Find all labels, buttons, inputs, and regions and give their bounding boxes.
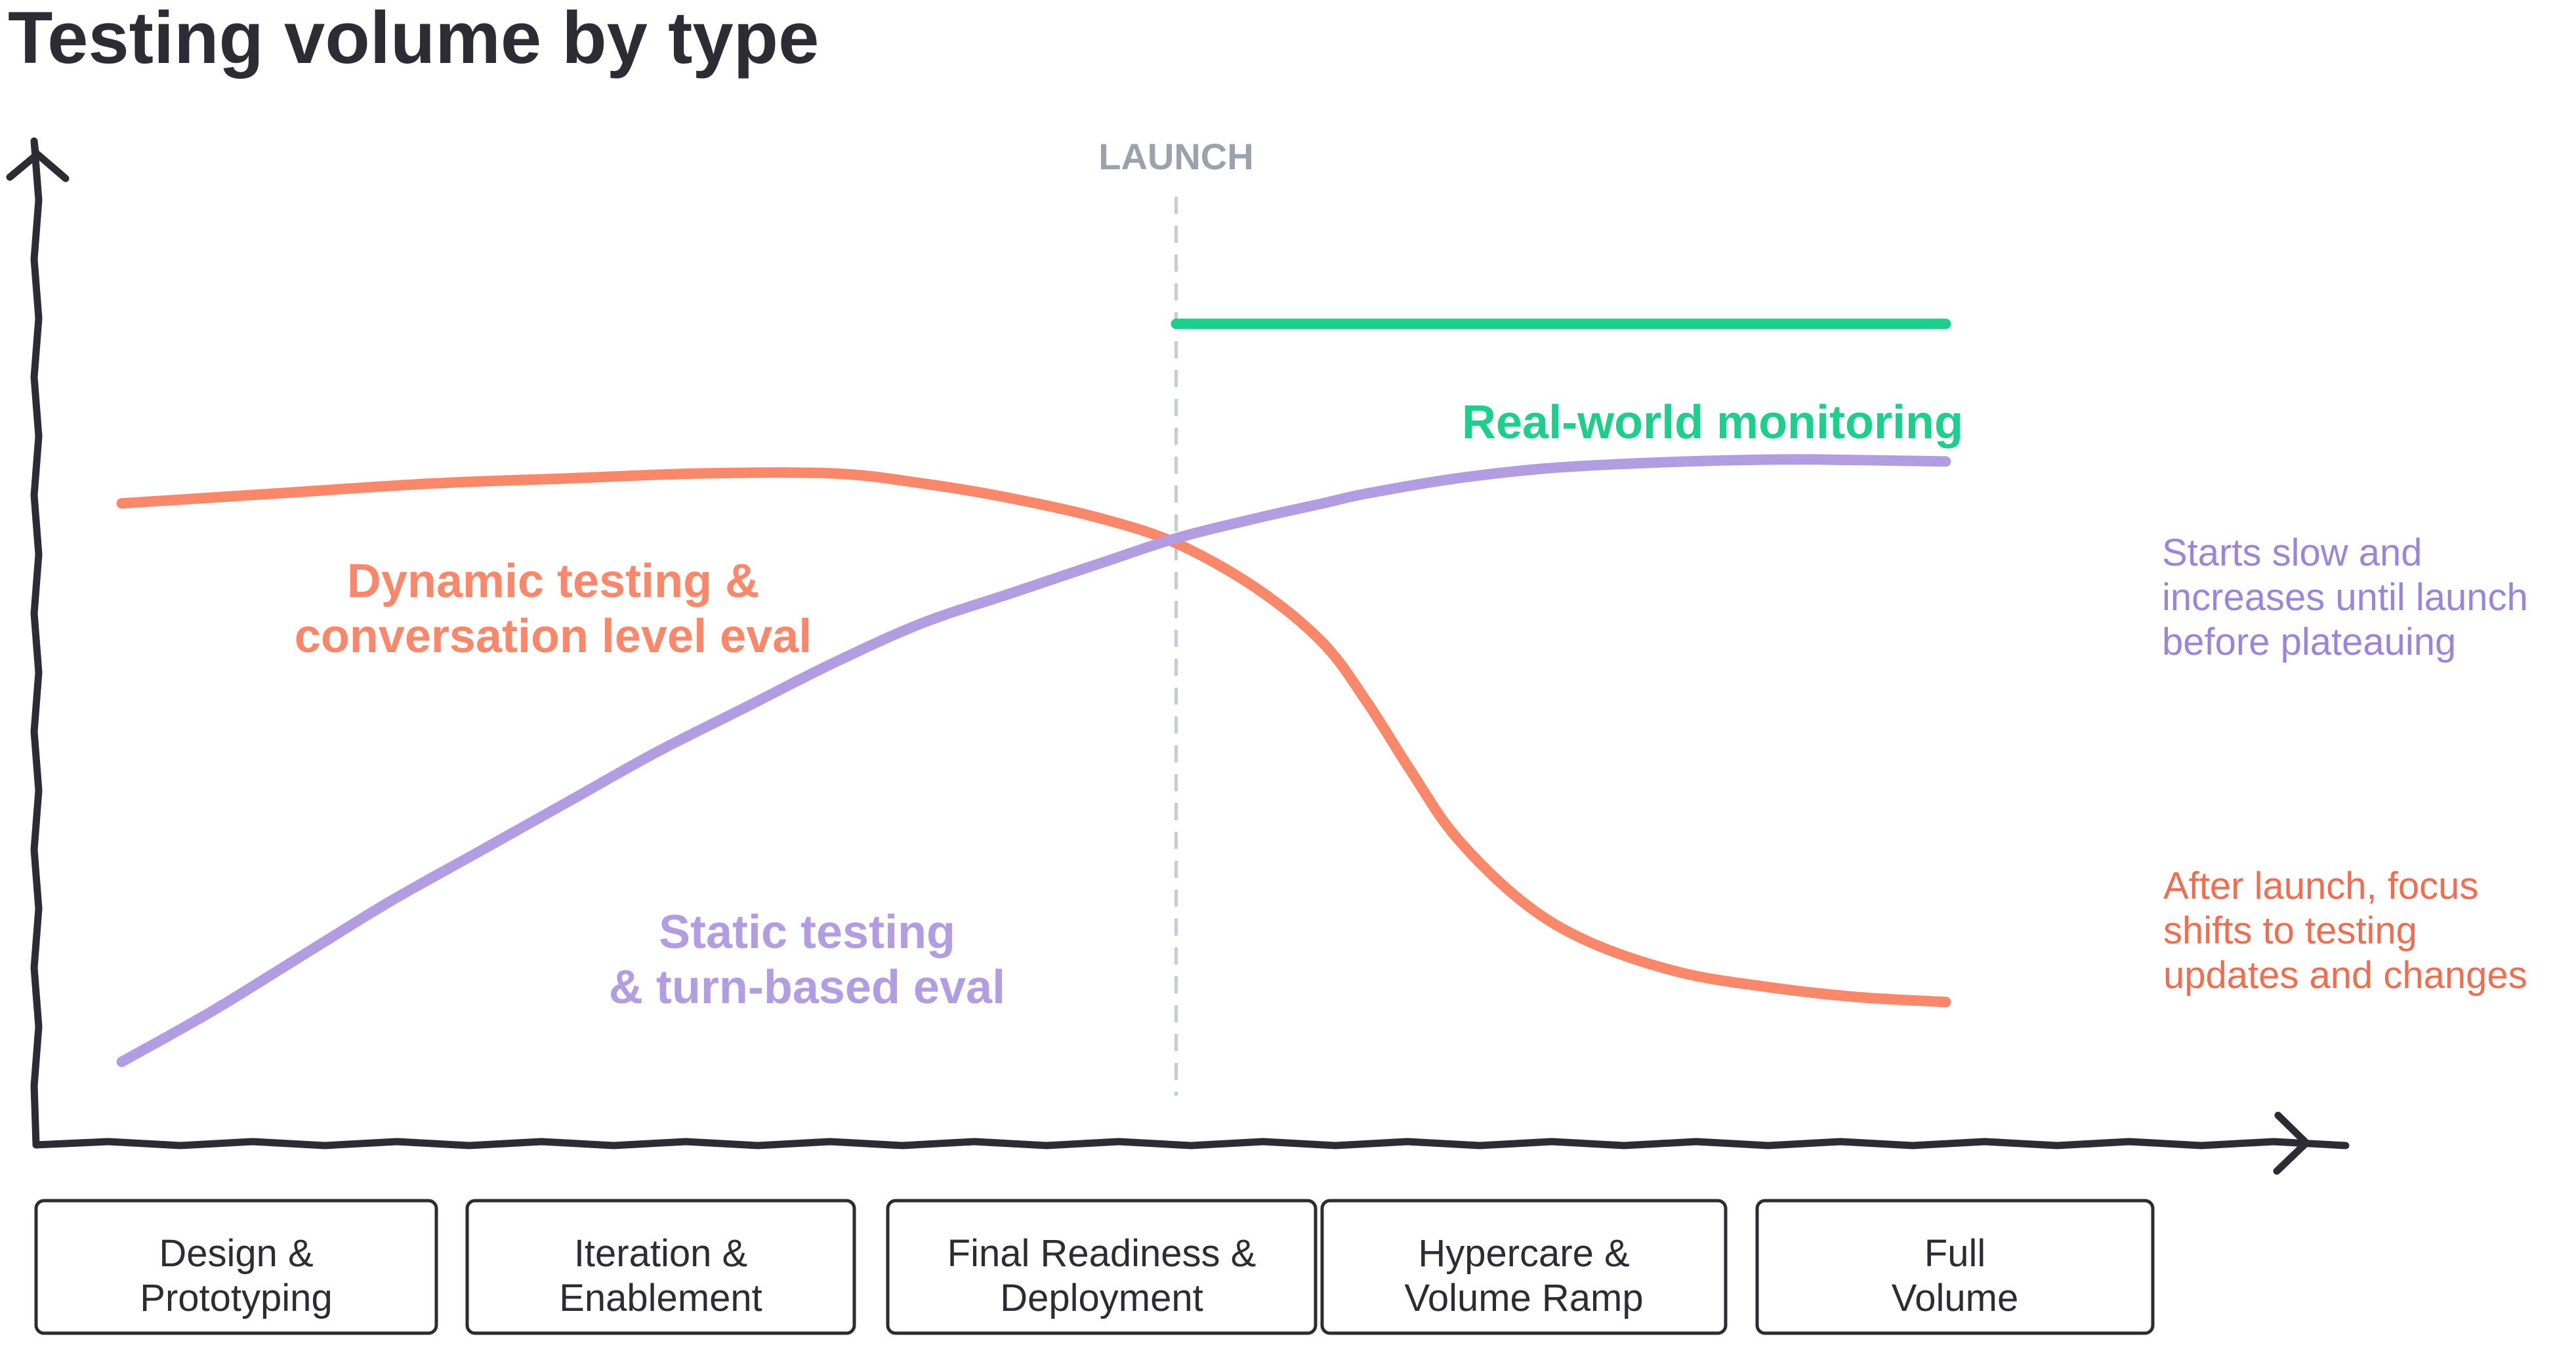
static-annotation-line: increases until launch: [2162, 576, 2528, 619]
realworld-label-line: Real-world monitoring: [1462, 396, 1963, 449]
phase-label-line2: Deployment: [1000, 1277, 1203, 1319]
phase-box-frame: [34, 1199, 438, 1335]
dynamic-annotation-line: After launch, focus: [2163, 865, 2478, 907]
series-line-dynamic: [116, 467, 1951, 1008]
phase-label-line2: Volume: [1892, 1277, 2018, 1319]
phase-label-line1: Iteration &: [574, 1232, 747, 1275]
y-axis: [30, 137, 43, 1149]
phase-label-line1: Hypercare &: [1418, 1232, 1629, 1275]
phase-label-line1: Final Readiness &: [947, 1232, 1257, 1275]
phase-label-line1: Full: [1924, 1232, 1985, 1275]
phase-box: Design &Prototyping: [34, 1199, 438, 1335]
static-annotation-line: Starts slow and: [2162, 531, 2422, 574]
static-annotation-line: before plateauing: [2162, 621, 2456, 663]
phase-label-line2: Enablement: [559, 1277, 762, 1319]
series-labels: Dynamic testing &conversation level eval…: [295, 396, 2528, 1014]
series-layer: [116, 318, 1951, 1067]
dynamic-label-line: Dynamic testing &: [347, 555, 759, 608]
phase-label-line2: Volume Ramp: [1404, 1277, 1643, 1319]
launch-marker: LAUNCH: [1098, 136, 1254, 1096]
dynamic-annotation-line: updates and changes: [2163, 954, 2527, 997]
phase-box-frame: [1320, 1199, 1728, 1335]
x-axis: [32, 1138, 2350, 1149]
phase-box: Final Readiness &Deployment: [886, 1199, 1318, 1335]
dynamic-label-line: conversation level eval: [295, 610, 812, 663]
phase-label-line1: Design &: [159, 1232, 313, 1275]
y-axis-arrowhead: [6, 150, 70, 182]
phase-box-frame: [886, 1199, 1318, 1335]
phase-label-line2: Prototyping: [140, 1277, 332, 1319]
phase-box-frame: [1755, 1199, 2155, 1335]
chart-title: Testing volume by type: [8, 0, 819, 79]
phase-box: Iteration &Enablement: [465, 1199, 856, 1335]
series-line-static: [116, 454, 1951, 1067]
x-axis-arrowhead: [2273, 1111, 2310, 1175]
phase-box: Hypercare &Volume Ramp: [1320, 1199, 1728, 1335]
phase-box-frame: [465, 1199, 856, 1335]
axes: [6, 137, 2350, 1175]
static-label-line: Static testing: [659, 906, 955, 959]
static-label-line: & turn-based eval: [609, 961, 1005, 1014]
launch-label: LAUNCH: [1098, 136, 1253, 177]
dynamic-annotation-line: shifts to testing: [2163, 909, 2417, 952]
